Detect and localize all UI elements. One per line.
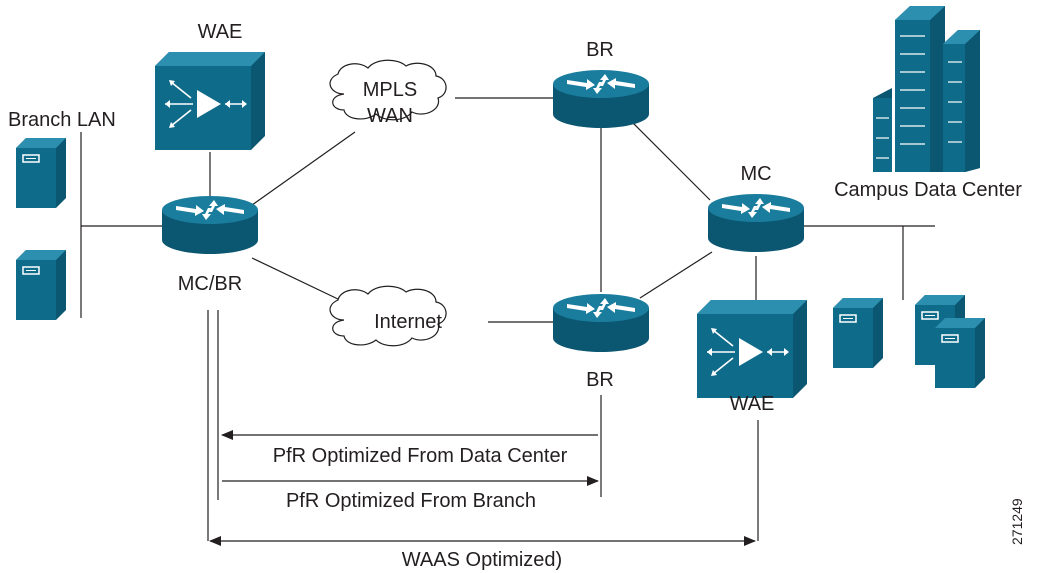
server-icon-branch-2: [15, 249, 67, 321]
label-internet: Internet: [374, 311, 442, 333]
server-icon-dc-3: [934, 317, 986, 389]
building-icon: [873, 6, 980, 172]
label-wae-branch: WAE: [198, 21, 243, 43]
label-wan: WAN: [367, 105, 413, 127]
label-branch-lan: Branch LAN: [8, 109, 116, 131]
label-flow-branch: PfR Optimized From Branch: [286, 490, 536, 512]
label-flow-dc: PfR Optimized From Data Center: [273, 445, 568, 467]
label-wae-dc: WAE: [730, 393, 775, 415]
label-campus-dc: Campus Data Center: [834, 179, 1022, 201]
router-icon-mc: [708, 194, 804, 252]
label-br-bottom: BR: [586, 369, 614, 391]
server-icon-branch-1: [15, 137, 67, 209]
router-icon-mc-br: [162, 196, 258, 254]
router-icon-br-top: [553, 70, 649, 128]
diagram-labels: WAE Branch LAN MC/BR MPLS WAN Internet B…: [8, 21, 1025, 571]
server-icon-dc-1: [832, 297, 884, 369]
connection-lines: [80, 97, 935, 541]
label-mc: MC: [740, 163, 771, 185]
label-mc-br: MC/BR: [178, 273, 242, 295]
router-icon-br-bottom: [553, 294, 649, 352]
label-mpls: MPLS: [363, 79, 417, 101]
wae-appliance-icon-branch: [154, 51, 266, 151]
figure-id: 271249: [1009, 498, 1025, 545]
label-flow-waas: WAAS Optimized): [402, 549, 562, 571]
wae-appliance-icon-dc: [696, 299, 808, 399]
flow-arrows: [209, 430, 756, 546]
label-br-top: BR: [586, 39, 614, 61]
